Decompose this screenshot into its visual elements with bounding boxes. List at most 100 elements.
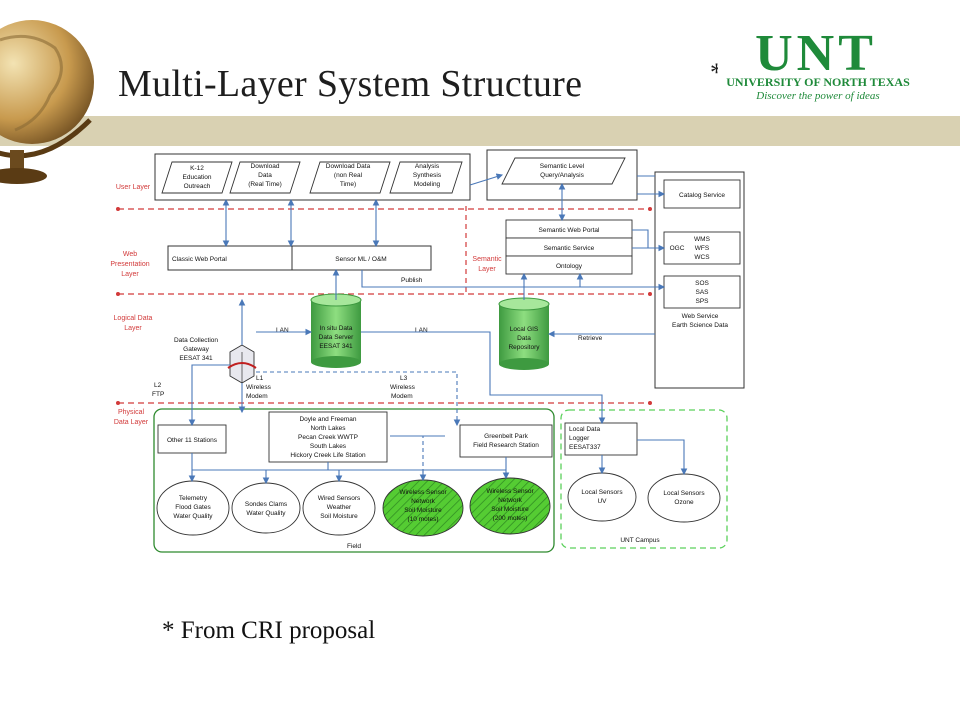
diagram-label: Soil Moisture	[491, 506, 529, 513]
sensorml-box	[291, 245, 432, 271]
diagram-label: Water Quality	[173, 513, 213, 520]
diagram-label: Semantic Service	[544, 245, 595, 252]
diagram-label: Local Sensors	[581, 489, 623, 496]
diagram-label: Modem	[391, 393, 413, 400]
diagram-label: OGC	[670, 245, 685, 252]
diagram-label: L2	[154, 382, 162, 389]
diagram-label: Local Sensors	[663, 490, 705, 497]
label-physical-2: Data Layer	[114, 419, 149, 426]
diagram-label: Synthesis	[413, 172, 442, 179]
diagram-label: Wireless	[390, 384, 416, 391]
diagram-label: Weather	[327, 504, 352, 511]
diagram-label: UNT Campus	[620, 537, 660, 544]
diagram-label: SAS	[695, 289, 709, 296]
diagram-label: Data	[258, 172, 272, 179]
diagram-shape	[116, 207, 120, 211]
diagram-label: LAN	[276, 327, 289, 334]
analysis-box	[389, 161, 463, 194]
diagram-shape	[499, 304, 549, 364]
diagram-label: Other 11 Stations	[167, 437, 218, 444]
diagram-label: Query/Analysis	[540, 172, 584, 179]
diagram-label: FTP	[152, 391, 164, 398]
diagram-label: Telemetry	[179, 495, 208, 502]
diagram-label: Greenbelt Park	[484, 433, 528, 440]
connector	[422, 435, 440, 480]
diagram-label: EESAT337	[569, 444, 601, 451]
diagram-label: Soil Moisture	[404, 507, 442, 514]
diagram-label: South Lakes	[310, 443, 347, 450]
diagram-label: (non Real	[334, 172, 363, 179]
diagram-label: Gateway	[183, 346, 209, 353]
diagram-label: North Lakes	[310, 425, 346, 432]
semantic-query-box	[501, 157, 626, 185]
diagram-label: Web Service	[682, 313, 719, 320]
diagram-label: EESAT 341	[179, 355, 213, 362]
connector	[637, 439, 688, 476]
diagram-label: EESAT 341	[319, 343, 353, 350]
diagram-label: Catalog Service	[679, 192, 725, 199]
diagram-shape	[648, 207, 652, 211]
diagram-label: LAN	[415, 327, 428, 334]
wsn-200-node	[469, 477, 551, 535]
diagram-label: Data	[517, 335, 531, 342]
diagram-label: UV	[597, 498, 607, 505]
diagram-shape	[648, 401, 652, 405]
diagram-label: In situ Data	[320, 325, 353, 332]
diagram-label: WCS	[694, 254, 710, 261]
diagram-label: Flood Gates	[175, 504, 211, 511]
ontology	[505, 255, 633, 275]
sos-box	[663, 275, 741, 309]
connector	[361, 331, 606, 425]
globe-icon	[0, 20, 94, 184]
diagram-label: WFS	[695, 245, 710, 252]
diagram-shape	[311, 356, 361, 368]
diagram-label: Local GIS	[510, 326, 539, 333]
diagram-label: Local Data	[569, 426, 600, 433]
sondes-node	[231, 482, 301, 534]
diagram-label: Field	[347, 543, 361, 550]
diagram-label: Repository	[508, 344, 540, 351]
diagram-shape	[311, 300, 361, 362]
local-data-logger-box	[564, 422, 638, 456]
label-user-layer: User Layer	[116, 184, 151, 191]
diagram-label: Semantic Web Portal	[539, 227, 600, 234]
diagram-label: Education	[183, 174, 212, 181]
diagram-label: Analysis	[415, 163, 440, 170]
diagram-label: Field Research Station	[473, 442, 539, 449]
diagram-shape	[499, 358, 549, 370]
diagram-label: Network	[498, 497, 523, 504]
field-region	[153, 408, 555, 553]
svg-text:UNT: UNT	[755, 25, 877, 82]
footnote: * From CRI proposal	[162, 617, 376, 644]
ogc-box	[663, 231, 741, 265]
diagram-label: Soil Moisture	[320, 513, 358, 520]
diagram-label: Modem	[246, 393, 268, 400]
diagram-label: Semantic Level	[540, 163, 585, 170]
diagram-label: Network	[411, 498, 436, 505]
diagram-label: (200 motes)	[493, 515, 528, 522]
page-title: Multi-Layer System Structure	[118, 63, 583, 105]
diagram-label: Retrieve	[578, 335, 603, 342]
label-physical-1: Physical	[118, 409, 145, 416]
diagram-label: SOS	[695, 280, 709, 287]
diagram-label: Wireless Sensor	[399, 489, 447, 496]
diagram-label: (10 motes)	[407, 516, 438, 523]
doyle-freeman-box	[268, 411, 388, 463]
label-semantic-1: Semantic	[472, 256, 502, 263]
label-logical-1: Logical Data	[114, 315, 153, 322]
diagram-label: Pecan Creek WWTP	[298, 434, 358, 441]
campus-region	[560, 409, 728, 549]
diagram-label: Water Quality	[246, 510, 286, 517]
connector	[361, 270, 584, 288]
diagram-label: Ozone	[674, 499, 694, 506]
diagram-label: Modeling	[414, 181, 441, 188]
diagram-label: Earth Science Data	[672, 322, 728, 329]
connector	[256, 371, 461, 427]
local-gis-repository	[498, 297, 550, 370]
diagram-label: Download	[251, 163, 280, 170]
greenbelt-park-box	[459, 424, 553, 458]
diagram-label: K-12	[190, 165, 204, 172]
diagram-label: Hickory Creek Life Station	[290, 452, 366, 459]
